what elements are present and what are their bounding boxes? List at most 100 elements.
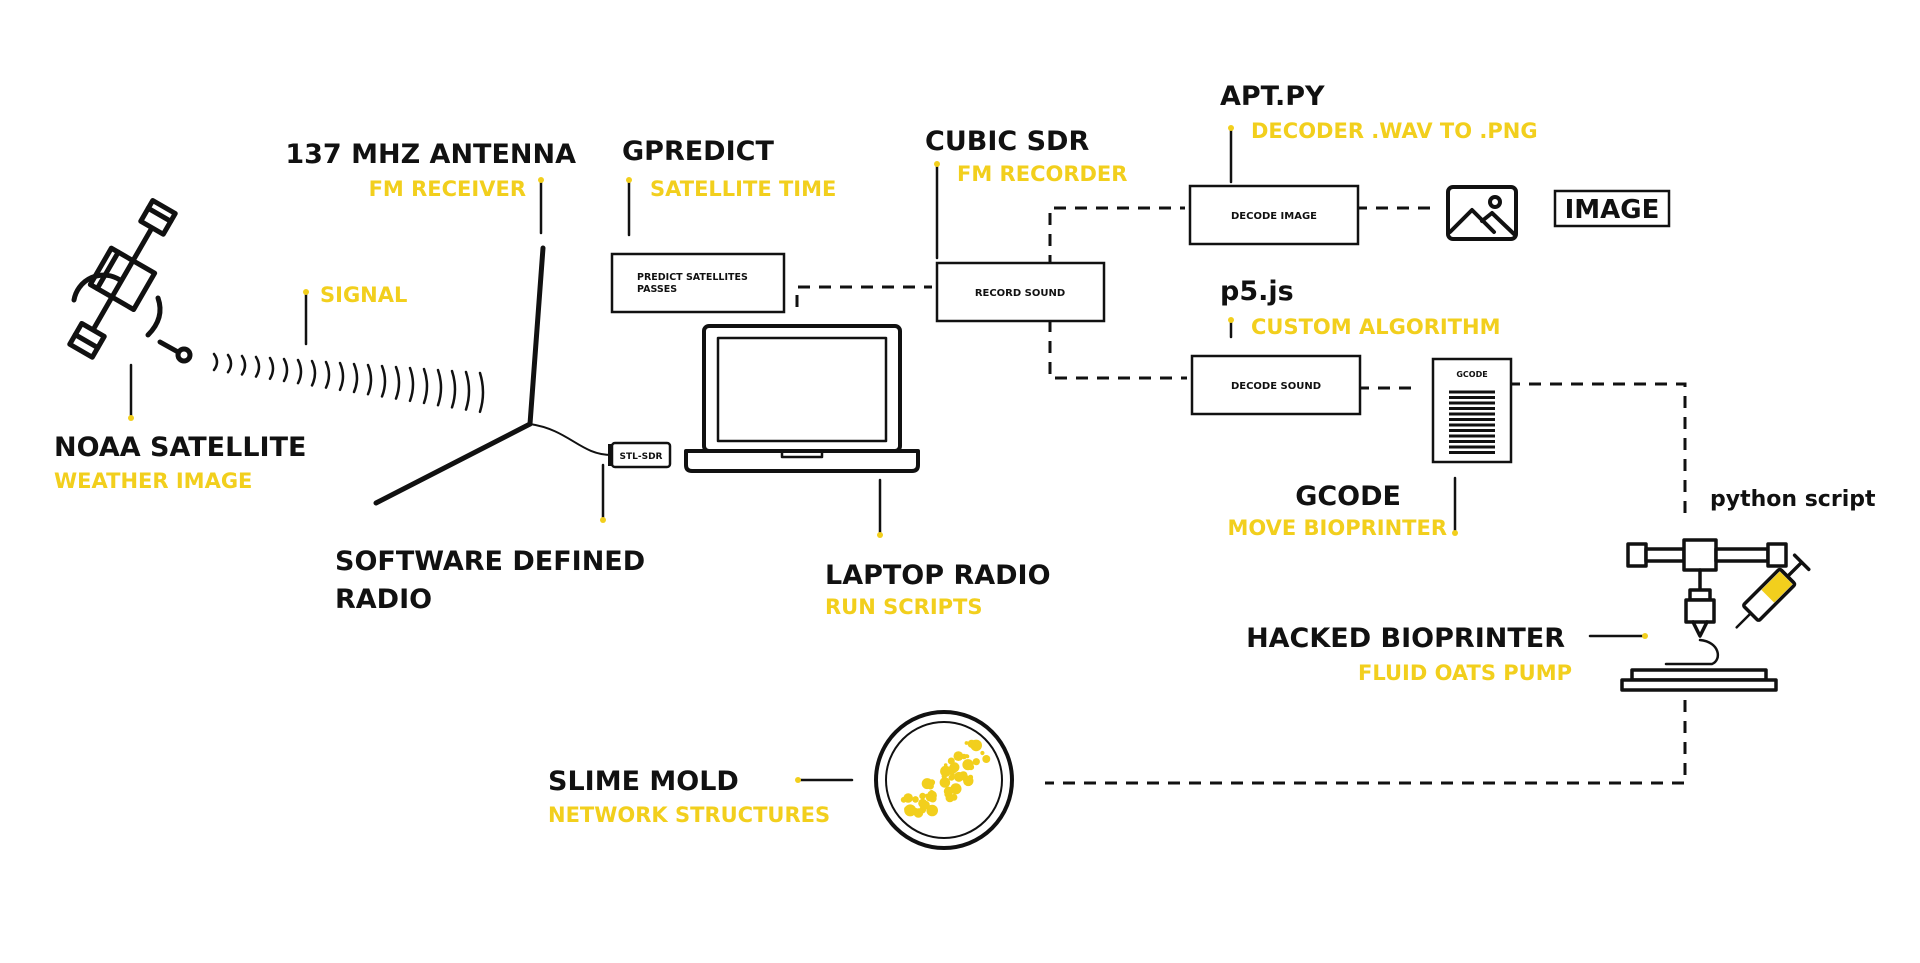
box-record-sound: RECORD SOUND xyxy=(935,261,1106,323)
dot-apt xyxy=(1228,125,1234,131)
image-icon xyxy=(1446,185,1518,241)
leader-lines xyxy=(128,125,1648,783)
box-decode-sound-label: DECODE SOUND xyxy=(1231,381,1321,392)
laptop-subtitle: RUN SCRIPTS xyxy=(825,595,982,619)
signal-wave xyxy=(380,364,387,398)
slime-mold-dot xyxy=(961,753,967,760)
slime-mold-dot xyxy=(967,739,976,748)
slime-mold-dot xyxy=(953,751,964,761)
slime-mold-title: SLIME MOLD xyxy=(548,766,739,797)
signal-waves-icon xyxy=(212,352,485,414)
box-decode-image-label: DECODE IMAGE xyxy=(1231,211,1317,222)
connector-bioprinter-slime xyxy=(1045,700,1687,785)
slime-mold-dot xyxy=(921,800,930,810)
box-predict-line1: PREDICT SATELLITES xyxy=(637,272,748,283)
dongle-label: STL-SDR xyxy=(620,452,663,462)
apt-py-subtitle: DECODER .WAV TO .PNG xyxy=(1251,119,1538,143)
slime-mold-dot xyxy=(941,773,947,780)
petri-dish-icon xyxy=(874,710,1014,850)
cubic-sdr-title: CUBIC SDR xyxy=(925,126,1089,157)
signal-wave xyxy=(366,363,373,396)
python-script-label: python script xyxy=(1710,487,1876,512)
sdr-title-line1: SOFTWARE DEFINED xyxy=(335,546,645,577)
dot-slime xyxy=(795,777,801,783)
connector-laptop-record xyxy=(795,285,932,307)
signal-wave xyxy=(226,353,233,374)
slime-mold-dot xyxy=(929,790,935,795)
signal-wave xyxy=(352,362,359,394)
signal-wave xyxy=(408,366,415,403)
gcode-subtitle: MOVE BIOPRINTER xyxy=(1227,516,1447,540)
signal-wave xyxy=(254,355,261,378)
box-record-label: RECORD SOUND xyxy=(975,288,1065,299)
slime-mold-dot xyxy=(947,757,955,765)
leader-dots xyxy=(128,125,1648,783)
syringe-icon xyxy=(1735,553,1811,629)
antenna-subtitle: FM RECEIVER xyxy=(369,177,526,201)
laptop-title: LAPTOP RADIO xyxy=(825,560,1051,591)
slime-mold-dot xyxy=(950,793,958,801)
dot-gcode xyxy=(1452,530,1458,536)
gcode-title: GCODE xyxy=(1295,481,1401,512)
dot-bioprinter xyxy=(1642,633,1648,639)
bioprinter-subtitle: FLUID OATS PUMP xyxy=(1358,661,1572,685)
usb-dongle-icon: STL-SDR xyxy=(608,441,672,469)
signal-wave xyxy=(296,358,303,385)
signal-wave xyxy=(436,368,443,407)
gcode-doc-label: GCODE xyxy=(1456,370,1487,379)
labels: 137 MHZ ANTENNA FM RECEIVER GPREDICT SAT… xyxy=(54,81,1876,827)
slime-mold-dot xyxy=(948,774,955,781)
slime-mold-dot xyxy=(959,771,968,780)
image-output-text: IMAGE xyxy=(1565,195,1660,225)
laptop-icon xyxy=(684,324,920,473)
slime-mold-dot xyxy=(919,792,926,800)
slime-mold-dots xyxy=(900,739,991,818)
box-decode-sound: DECODE SOUND xyxy=(1190,354,1362,416)
dot-laptop xyxy=(877,532,883,538)
bioprinter-icon xyxy=(1620,538,1788,692)
connector-record-decode-image xyxy=(1048,206,1185,267)
antenna-icon xyxy=(373,245,613,506)
box-predict-passes: PREDICT SATELLITES PASSES xyxy=(610,252,786,314)
dot-satellite xyxy=(128,415,134,421)
slime-mold-dot xyxy=(949,766,958,774)
image-output-label: IMAGE xyxy=(1553,189,1671,228)
slime-mold-dot xyxy=(943,786,954,796)
apt-py-title: APT.PY xyxy=(1220,81,1325,112)
signal-wave xyxy=(464,370,471,411)
slime-mold-dot xyxy=(925,794,934,802)
dot-sdr xyxy=(600,517,606,523)
box-decode-image: DECODE IMAGE xyxy=(1188,184,1360,246)
slime-mold-dot xyxy=(904,804,917,817)
satellite-icon xyxy=(67,197,193,364)
signal-label: SIGNAL xyxy=(320,283,407,307)
slime-mold-dot xyxy=(967,764,975,771)
signal-wave xyxy=(422,367,429,405)
signal-wave xyxy=(240,354,247,376)
signal-wave xyxy=(324,360,331,389)
slime-mold-dot xyxy=(926,804,938,817)
connector-gcode-python xyxy=(1508,382,1687,520)
dot-gpredict xyxy=(626,177,632,183)
satellite-subtitle: WEATHER IMAGE xyxy=(54,469,252,493)
slime-mold-dot xyxy=(980,750,985,756)
bioprinter-title: HACKED BIOPRINTER xyxy=(1246,623,1565,654)
p5js-title: p5.js xyxy=(1220,276,1294,307)
slime-mold-dot xyxy=(921,778,933,790)
signal-wave xyxy=(268,356,275,381)
dot-antenna xyxy=(538,177,544,183)
slime-mold-dot xyxy=(972,758,980,766)
signal-wave xyxy=(394,365,401,400)
signal-wave xyxy=(212,352,219,372)
slime-mold-subtitle: NETWORK STRUCTURES xyxy=(548,803,830,827)
document-icon: GCODE xyxy=(1431,357,1513,464)
slime-mold-dot xyxy=(964,741,969,745)
dot-p5 xyxy=(1228,317,1234,323)
slime-mold-dot xyxy=(943,763,948,767)
slime-mold-dot xyxy=(912,796,919,803)
sdr-title-line2: RADIO xyxy=(335,584,432,615)
dashed-connectors xyxy=(795,206,1687,785)
slime-mold-dot xyxy=(939,777,951,788)
